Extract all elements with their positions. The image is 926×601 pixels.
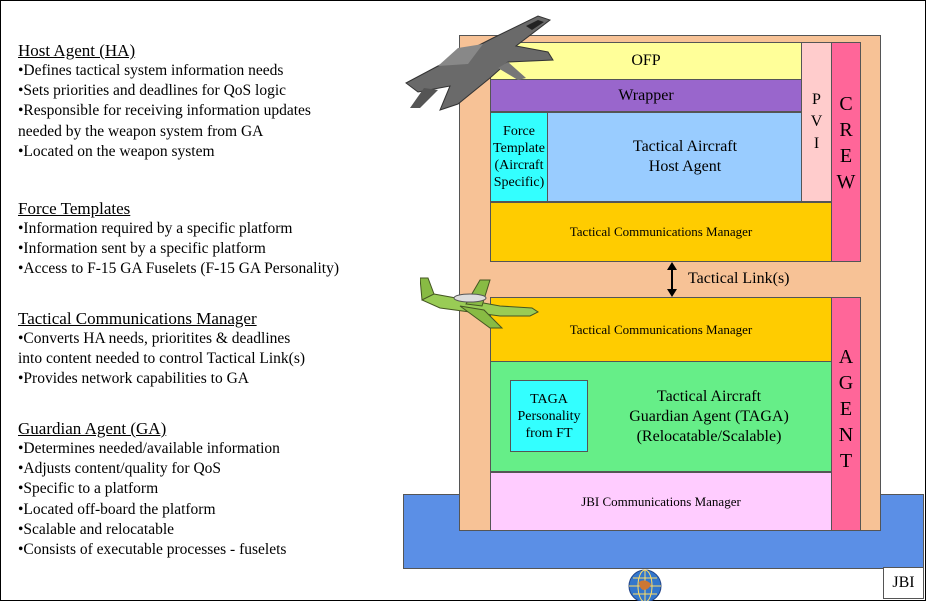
jbi-label: JBI (883, 567, 924, 599)
jbi-cm-box: JBI Communications Manager (490, 472, 832, 531)
force-template-box: Force Template (Aircraft Specific) (490, 112, 548, 202)
tcm-bottom-box: Tactical Communications Manager (490, 297, 832, 362)
force-templates-section: Force Templates •Information required by… (18, 199, 339, 280)
bullet: •Converts HA needs, prioritites & deadli… (18, 330, 291, 347)
agent-bar: A G E N T (831, 297, 861, 531)
bullet: •Consists of executable processes - fuse… (18, 541, 287, 559)
bullet: •Information required by a specific plat… (18, 220, 293, 237)
section-title: Guardian Agent (GA) (18, 419, 167, 438)
section-title: Host Agent (HA) (18, 41, 136, 60)
bullet: •Specific to a platform (18, 480, 159, 498)
tcm-top-box: Tactical Communications Manager (490, 202, 832, 262)
bullet: •Provides network capabilities to GA (18, 370, 249, 388)
crew-bar: C R E W (831, 42, 861, 262)
tactical-link-arrow (667, 262, 677, 297)
bullet: •Defines tactical system information nee… (18, 62, 284, 79)
bullet: into content needed to control Tactical … (18, 350, 306, 368)
guardian-agent-section: Guardian Agent (GA) •Determines needed/a… (18, 419, 286, 560)
bullet: •Information sent by a specific platform (18, 240, 266, 258)
section-title: Tactical Communications Manager (18, 309, 257, 328)
bullet: •Access to F-15 GA Fuselets (F-15 GA Per… (18, 260, 340, 278)
section-title: Force Templates (18, 199, 131, 218)
host-agent-section: Host Agent (HA) •Defines tactical system… (18, 41, 311, 162)
tactical-link-label: Tactical Link(s) (688, 270, 790, 287)
awacs-aircraft-icon (420, 277, 539, 329)
wrapper-box: Wrapper (490, 79, 802, 112)
bullet: •Located off-board the platform (18, 500, 216, 518)
bullet: •Sets priorities and deadlines for QoS l… (18, 82, 287, 100)
bullet: •Determines needed/available information (18, 440, 280, 457)
bullet: needed by the weapon system from GA (18, 122, 264, 140)
bullet: •Adjusts content/quality for QoS (18, 460, 222, 478)
taga-personality-box: TAGA Personality from FT (510, 380, 588, 452)
bullet: •Responsible for receiving information u… (18, 102, 311, 120)
bullet: •Located on the weapon system (18, 142, 215, 160)
bullet: •Scalable and relocatable (18, 520, 175, 538)
fighter-jet-icon (405, 15, 554, 111)
globe-icon (628, 569, 662, 601)
pvi-box: P V I (801, 42, 832, 202)
tcm-section: Tactical Communications Manager •Convert… (18, 309, 305, 390)
